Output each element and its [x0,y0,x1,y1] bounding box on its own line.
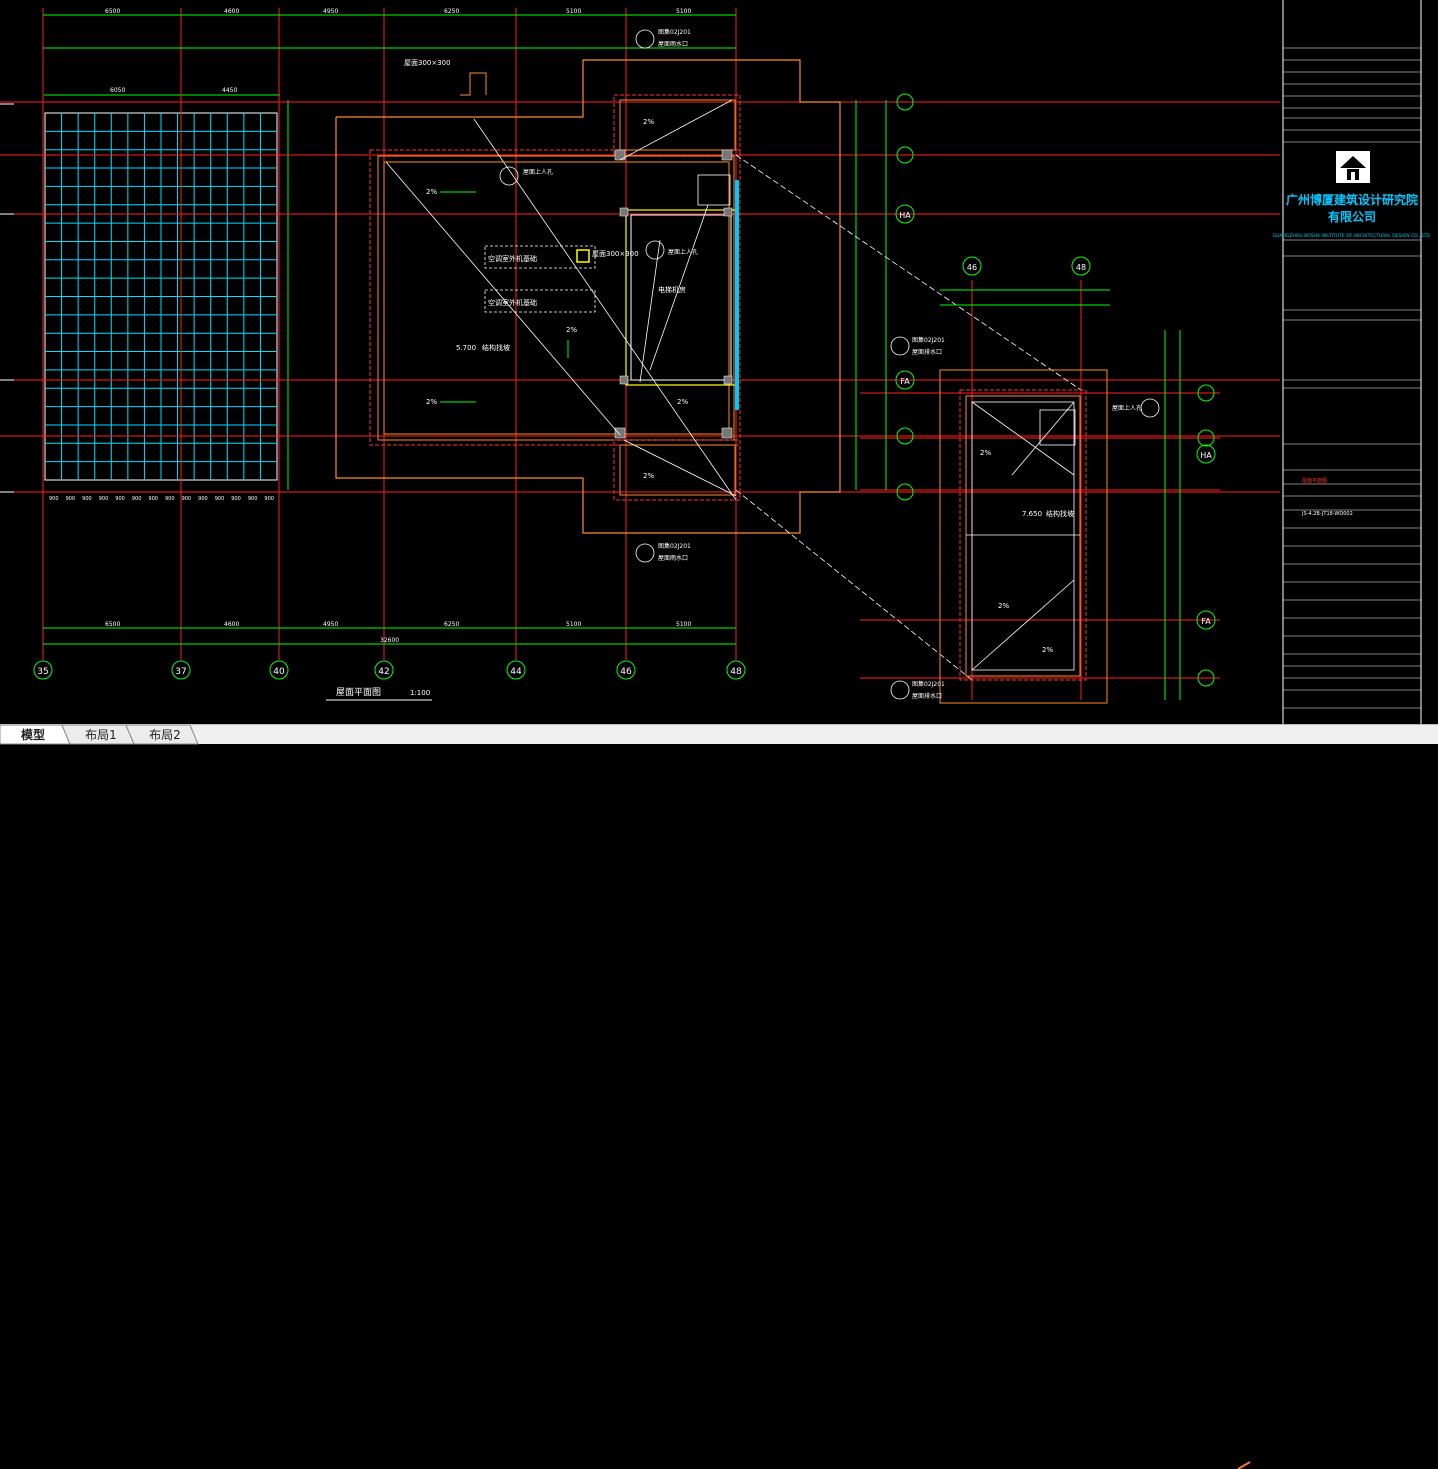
top-dim-1: 6500 [105,8,120,15]
panel-dim-bottom: 900 [182,496,192,502]
detail-drain-bottom: 屋面排水口 [912,692,942,700]
tb-drawing-no: JS-4.2B-JT18-WD002 [1301,511,1353,517]
roof-entrance-callout: 屋面上人孔 [523,168,553,176]
company-name-line1: 广州博厦建筑设计研究院 [1286,192,1418,207]
panel-dim-bottom: 900 [66,496,76,502]
cad-model-space[interactable]: 6050 4450 900 900 900 900 900 900 900 900 900 900… [0,0,1438,724]
axis-label-40: 40 [273,667,285,677]
panel-dim-bottom: 900 [165,496,175,502]
tab-layout1[interactable]: 布局1 [85,728,117,742]
roof-access-callout: 屋面上人孔 [668,248,698,256]
bottom-dim-4: 6250 [444,621,459,628]
company-english-name: GUANGZHOU BOSHA INSTITUTE OF ARCHITECTUR… [1273,233,1432,239]
elevation-label: 5.700 [456,344,476,352]
bottom-dim-2: 4600 [224,621,239,628]
top-dim-6: 5100 [676,8,691,15]
slope-label-5: 2% [677,398,688,406]
ac-platform-label-1: 空调室外机基础 [488,254,537,263]
slope-label-3: 2% [643,118,654,126]
row-axis-ha: HA [899,211,911,220]
pen-cursor-icon [1237,1461,1251,1469]
top-dimension-chain: 6500 4600 4950 6250 5100 5100 [43,8,736,49]
plan-title: 屋面平面图 [336,687,381,698]
detail-drain-code-bottom: 图集02J201 [912,680,945,688]
axis-label-42: 42 [378,667,389,677]
ac-platform-label-2: 空调室外机基础 [488,298,537,307]
detail-elevation: 7.650 [1022,510,1042,518]
bottom-dim-3: 4950 [323,621,338,628]
detail-axis-48: 48 [1076,263,1086,272]
panel-dim-bottom: 900 [215,496,225,502]
opening-size-label: 屋面300×300 [592,250,639,258]
panel-dim-bottom: 900 [231,496,241,502]
plan-scale: 1:100 [410,689,430,697]
company-name-line2: 有限公司 [1328,209,1376,224]
panel-dim-bottom: 900 [115,496,125,502]
panel-dim-bottom: 900 [248,496,258,502]
panel-dim-bottom: 900 [198,496,208,502]
roof-drain-top: 屋面雨水口 [658,40,688,48]
slope-label-4: 2% [643,472,654,480]
detail-roof-plan: 2% 2% 2% 7.650 结构找坡 图集02J201 屋面排水口 图集02J… [890,289,1181,704]
detail-drain-top: 屋面排水口 [912,348,942,356]
top-dim-4: 6250 [444,8,459,15]
left-grid-panel: 6050 4450 900 900 900 900 900 900 900 900 900 900… [44,87,289,502]
panel-dim-top-2: 4450 [222,87,237,94]
slope-label-1: 2% [426,188,437,196]
main-roof-plan: 空调室外机基础 空调室外机基础 屋面300×300 电梯机房 2% 2% 2% … [326,28,1082,701]
title-block: 广州博厦建筑设计研究院 有限公司 GUANGZHOU BOSHA INSTITU… [1273,0,1432,724]
drain-code-bottom: 图集02J201 [658,542,691,550]
panel-dim-bottom: 900 [49,496,59,502]
slope-label-6: 2% [566,326,577,334]
slope-label-2: 2% [426,398,437,406]
panel-dim-bottom: 900 [132,496,142,502]
axis-label-48: 48 [730,667,742,677]
drain-code-top: 图集02J201 [658,28,691,36]
detail-drain-code-top: 图集02J201 [912,336,945,344]
total-dim: 32600 [380,637,399,644]
tab-model[interactable]: 模型 [20,728,45,742]
detail-slope-3: 2% [1042,646,1053,654]
detail-structure-note: 结构找坡 [1046,509,1074,518]
tb-drawing-name: 屋面平面图 [1302,478,1327,484]
detail-size-label: 屋面300×300 [404,59,451,67]
panel-dim-bottom: 900 [82,496,92,502]
bottom-dim-1: 6500 [105,621,120,628]
detail-row-axis-fa: FA [1201,617,1211,626]
tab-layout2[interactable]: 布局2 [149,728,181,742]
panel-dim-bottom: 900 [264,496,274,502]
axis-label-35: 35 [37,667,48,677]
tab-outlines [0,725,199,745]
detail-slope-2: 2% [998,602,1009,610]
detail-roof-access: 屋面上人孔 [1112,404,1142,412]
axis-label-44: 44 [510,667,522,677]
machine-room-label: 电梯机房 [658,285,686,294]
detail-row-axis-ha: HA [1200,451,1212,460]
top-dim-5: 5100 [566,8,581,15]
panel-dim-top-1: 6050 [110,87,125,94]
panel-dim-bottom: 900 [99,496,109,502]
top-dim-3: 4950 [323,8,338,15]
axis-bubbles [33,660,746,680]
bottom-dim-5: 5100 [566,621,581,628]
bottom-dimension-chain: 6500 4600 4950 6250 5100 5100 32600 [43,621,736,645]
layout-tab-bar: 模型 布局1 布局2 [0,724,1438,1469]
top-dim-2: 4600 [224,8,239,15]
roof-drain-bottom: 屋面雨水口 [658,554,688,562]
axis-label-37: 37 [175,667,186,677]
bottom-dim-6: 5100 [676,621,691,628]
row-axis-fa: FA [900,377,910,386]
detail-slope-1: 2% [980,449,991,457]
detail-axis-46: 46 [967,263,977,272]
panel-dim-bottom: 900 [148,496,158,502]
axis-label-46: 46 [620,667,632,677]
structure-slope-note: 结构找坡 [482,343,510,352]
